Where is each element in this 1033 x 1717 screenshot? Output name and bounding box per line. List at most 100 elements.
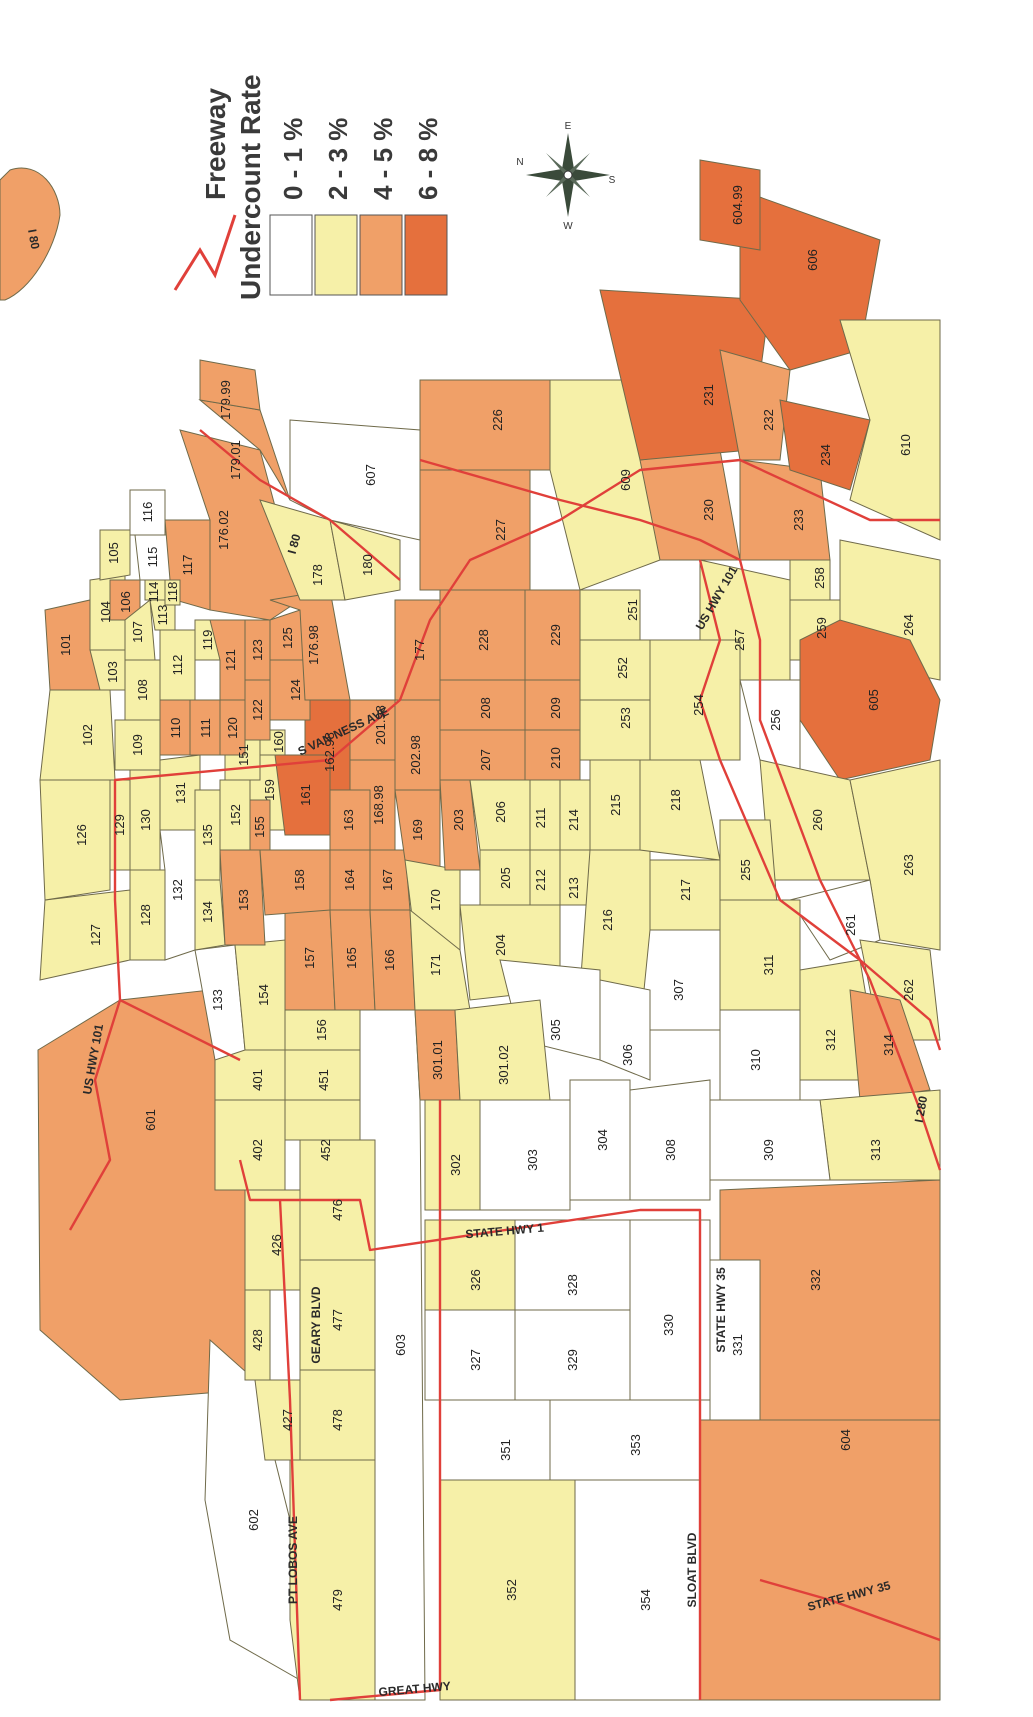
tract-label-256: 256 [768, 709, 783, 731]
tract-261[interactable] [789, 879, 881, 961]
tract-label-171: 171 [428, 954, 443, 976]
tract-label-427: 427 [280, 1409, 295, 1431]
tract-label-101: 101 [58, 634, 73, 656]
tract-label-116: 116 [140, 502, 155, 523]
island-shape [0, 167, 61, 301]
tract-label-210: 210 [548, 747, 563, 769]
tract-180[interactable] [329, 519, 401, 601]
tract-label-402: 402 [250, 1139, 265, 1161]
tract-label-125: 125 [280, 627, 295, 649]
tract-label-604: 604 [838, 1429, 853, 1451]
tract-202.98[interactable] [394, 699, 441, 791]
tract-label-113: 113 [155, 605, 170, 626]
tract-labels: 601 101 102 103 104 105 106 107 108 109 … [58, 185, 916, 1611]
tract-153[interactable] [219, 849, 266, 946]
tract-121[interactable] [209, 619, 246, 701]
tract-label-601: 601 [143, 1109, 158, 1131]
tract-label-164: 164 [342, 869, 357, 891]
tract-label-263: 263 [901, 854, 916, 876]
tract-label-428: 428 [250, 1329, 265, 1351]
tract-301.02[interactable] [454, 999, 551, 1101]
tract-label-606: 606 [805, 249, 820, 271]
tract-label-313: 313 [868, 1139, 883, 1161]
tract-label-607: 607 [363, 464, 378, 486]
tract-253[interactable] [579, 699, 651, 761]
tract-232[interactable] [719, 349, 791, 461]
tract-314[interactable] [849, 989, 931, 1101]
tract-109[interactable] [114, 719, 161, 771]
tract-label-476: 476 [330, 1199, 345, 1221]
legend-title: Undercount Rate [235, 74, 266, 300]
tract-607[interactable] [289, 419, 421, 541]
freeway-legend-icon [173, 214, 237, 291]
tract-label-158: 158 [292, 869, 307, 891]
tract-label-304: 304 [595, 1129, 610, 1151]
tract-label-208: 208 [478, 697, 493, 719]
tract-label-257: 257 [732, 629, 747, 651]
tract-label-114: 114 [146, 582, 161, 603]
tract-label-106: 106 [118, 591, 133, 613]
tract-116[interactable] [129, 489, 166, 536]
tract-226[interactable] [419, 379, 556, 471]
legend-swatch-3 [404, 214, 448, 296]
tract-351[interactable] [439, 1399, 551, 1481]
tract-label-351: 351 [498, 1439, 513, 1461]
tract-label-157: 157 [302, 947, 317, 969]
tract-label-260: 260 [810, 809, 825, 831]
tract-label-128: 128 [138, 904, 153, 926]
tract-label-123: 123 [250, 639, 265, 661]
tract-label-170: 170 [428, 889, 443, 911]
tract-label-605: 605 [866, 689, 881, 711]
tract-604[interactable] [699, 1419, 941, 1701]
tract-604.99[interactable] [699, 159, 761, 251]
tract-label-352: 352 [504, 1579, 519, 1601]
tract-label-216: 216 [600, 909, 615, 931]
tract-label-104: 104 [98, 601, 113, 623]
tract-label-155: 155 [252, 816, 267, 838]
tract-label-258: 258 [812, 567, 827, 589]
tract-label-609: 609 [618, 469, 633, 491]
tract-311[interactable] [719, 899, 801, 1011]
tract-label-452: 452 [318, 1139, 333, 1161]
tract-234[interactable] [779, 399, 871, 491]
tract-105[interactable] [99, 529, 131, 581]
tract-label-156: 156 [314, 1019, 329, 1041]
tract-label-330: 330 [661, 1314, 676, 1336]
compass-north: N [516, 157, 523, 168]
compass-south: S [609, 175, 616, 186]
tract-label-179.01: 179.01 [228, 440, 243, 480]
tract-118[interactable] [164, 579, 181, 606]
tract-label-206: 206 [493, 801, 508, 823]
tract-label-160: 160 [271, 731, 286, 753]
tract-479[interactable] [289, 1459, 376, 1701]
road-label-sloat-blvd: SLOAT BLVD [685, 1532, 699, 1607]
tract-label-178: 178 [310, 564, 325, 586]
tract-353[interactable] [549, 1399, 701, 1481]
tract-179.99[interactable] [199, 359, 261, 411]
tract-label-228: 228 [476, 629, 491, 651]
tract-label-202.98: 202.98 [408, 735, 423, 775]
tract-label-602: 602 [246, 1509, 261, 1531]
tract-label-327: 327 [468, 1349, 483, 1371]
tract-label-165: 165 [344, 947, 359, 969]
tract-label-102: 102 [80, 724, 95, 746]
tract-605[interactable] [799, 619, 941, 781]
tract-102[interactable] [39, 689, 116, 781]
tract-label-153: 153 [236, 889, 251, 911]
tract-label-213: 213 [566, 877, 581, 899]
tract-label-227: 227 [493, 519, 508, 541]
tract-label-232: 232 [761, 409, 776, 431]
tract-label-261: 261 [843, 914, 858, 936]
tract-label-132: 132 [170, 879, 185, 901]
tract-227[interactable] [419, 469, 531, 591]
tract-label-311: 311 [761, 955, 776, 976]
tract-263[interactable] [849, 759, 941, 951]
tract-330[interactable] [629, 1219, 711, 1401]
tract-112[interactable] [159, 629, 196, 701]
tract-label-109: 109 [130, 734, 145, 756]
tract-452[interactable] [284, 1099, 361, 1141]
freeway-lines [68, 429, 942, 1702]
tract-label-110: 110 [168, 718, 183, 739]
